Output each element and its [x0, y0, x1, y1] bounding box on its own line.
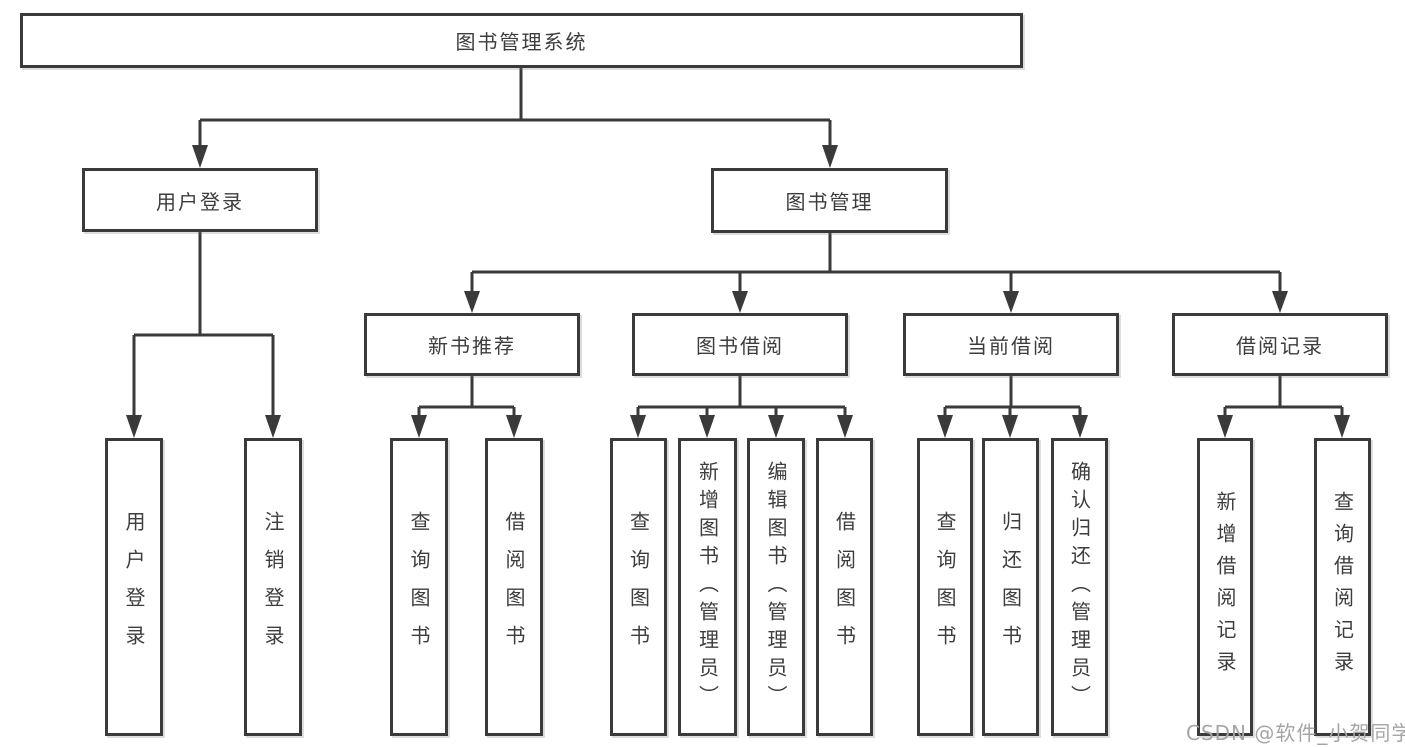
user-login-connector-path	[132, 232, 275, 416]
root-connector-path	[198, 68, 832, 147]
leaf-edit-book-admin: 编辑图书（管理员）	[747, 438, 805, 736]
book-management-connector-path	[470, 233, 1282, 293]
leaf-query-books-borrowing: 查询图书	[610, 438, 667, 736]
leaf-add-book-admin: 新增图书（管理员）	[678, 438, 737, 736]
node-label: 确认归还（管理员）	[1067, 461, 1092, 713]
node-label: 注销登录	[261, 511, 285, 663]
leaf-query-books-current: 查询图书	[917, 438, 973, 736]
node-label: 用户登录	[122, 511, 146, 663]
leaf-logout: 注销登录	[244, 438, 302, 736]
arrowheads	[126, 145, 1350, 438]
node-label: 图书管理系统	[455, 30, 588, 54]
csdn-watermark: CSDN @软件_小贺同学	[1186, 721, 1405, 745]
node-label: 新增图书（管理员）	[695, 461, 720, 713]
node-label: 当前借阅	[967, 334, 1055, 358]
node-label: 借阅图书	[502, 511, 526, 663]
leaf-borrow-books-recommend: 借阅图书	[485, 438, 543, 736]
node-label: 用户登录	[156, 189, 244, 214]
node-library-system: 图书管理系统	[20, 13, 1023, 68]
node-label: 查询图书	[626, 511, 651, 663]
node-label: 查询图书	[933, 511, 957, 663]
node-label: 借阅图书	[832, 511, 857, 663]
node-user-login: 用户登录	[82, 168, 318, 232]
leaf-user-login: 用户登录	[105, 438, 163, 736]
leaf-borrow-books-borrowing: 借阅图书	[816, 438, 873, 736]
leaf-query-books-recommend: 查询图书	[390, 438, 448, 736]
node-label: 查询图书	[407, 511, 431, 663]
node-new-book-recommend: 新书推荐	[364, 313, 580, 376]
leaf-add-borrow-record: 新增借阅记录	[1197, 438, 1253, 736]
node-label: 查询借阅记录	[1330, 491, 1355, 683]
node-book-management: 图书管理	[711, 168, 948, 233]
node-borrowing-records: 借阅记录	[1172, 313, 1388, 376]
level3-connector-path	[417, 376, 1344, 417]
node-label: 借阅记录	[1236, 334, 1324, 358]
node-label: 新书推荐	[428, 334, 516, 358]
node-book-borrowing: 图书借阅	[632, 313, 848, 376]
node-label: 编辑图书（管理员）	[764, 461, 788, 713]
node-label: 归还图书	[998, 511, 1023, 663]
node-label: 图书借阅	[696, 334, 784, 358]
leaf-return-book: 归还图书	[982, 438, 1039, 736]
leaf-confirm-return-admin: 确认归还（管理员）	[1051, 438, 1108, 736]
leaf-query-borrow-record: 查询借阅记录	[1314, 438, 1371, 736]
node-label: 图书管理	[785, 190, 874, 214]
node-label: 新增借阅记录	[1213, 491, 1237, 683]
node-current-borrowing: 当前借阅	[903, 313, 1119, 376]
